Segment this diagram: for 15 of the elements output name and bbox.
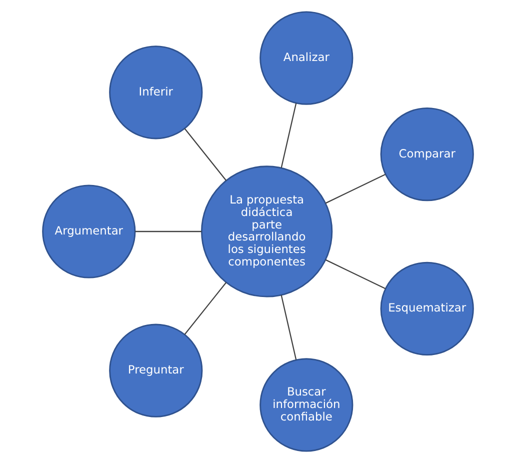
node-circle: Esquematizar (380, 262, 474, 356)
node-circle: Buscar información confiable (260, 358, 354, 452)
connector (135, 230, 202, 232)
node-circle: La propuesta didáctica parte desarrollando los siguientes componentes (201, 166, 333, 298)
connector (184, 282, 227, 335)
node-circle: Argumentar (42, 184, 136, 278)
node-circle: Preguntar (109, 324, 203, 418)
connector (325, 259, 386, 290)
node-circle: Inferir (109, 46, 203, 140)
node-circle: Analizar (260, 11, 354, 105)
connector (280, 294, 297, 360)
connector (280, 103, 297, 168)
node-circle: Comparar (380, 108, 474, 202)
connector (184, 128, 227, 181)
connector (325, 174, 386, 204)
